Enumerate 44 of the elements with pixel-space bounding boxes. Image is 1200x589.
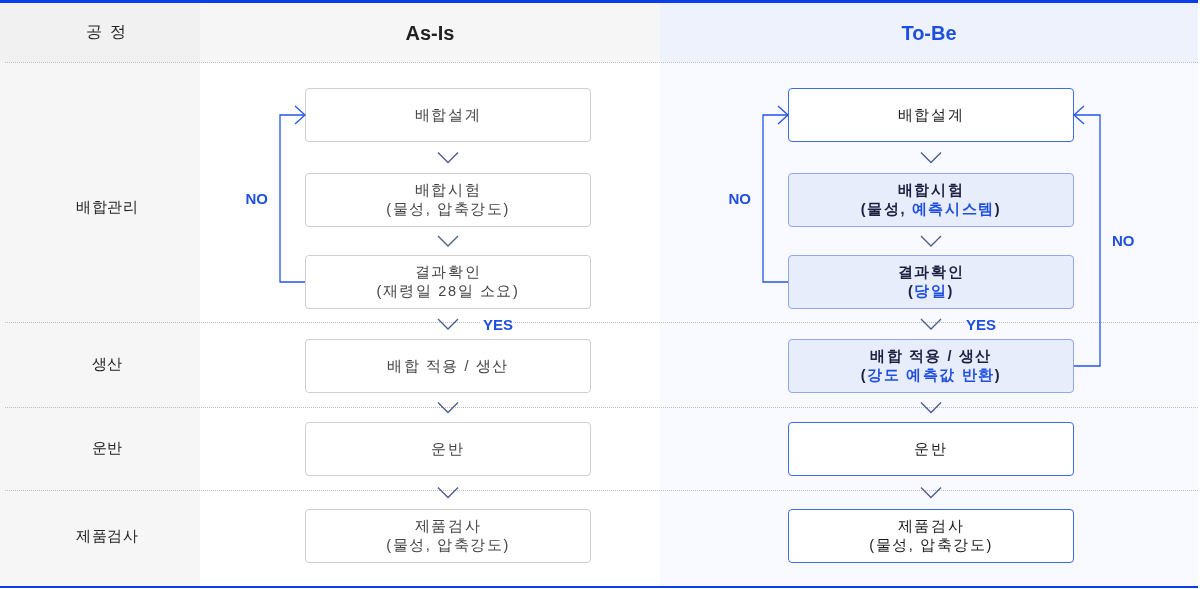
process-title: 결과확인 bbox=[897, 263, 965, 282]
process-title: 배합 적용 / 생산 bbox=[869, 347, 993, 366]
row-header: 운반 bbox=[91, 438, 123, 458]
column-header: As-Is bbox=[405, 21, 455, 44]
process-title: 제품검사 bbox=[414, 517, 482, 536]
column-header: To-Be bbox=[901, 21, 957, 44]
row-header: 생산 bbox=[91, 354, 123, 374]
feedback-arrow bbox=[279, 105, 306, 283]
process-box bbox=[788, 509, 1074, 563]
process-title: 배합시험 bbox=[897, 181, 965, 200]
process-detail: (물성, 예측시스템) bbox=[860, 200, 1002, 219]
process-box bbox=[788, 255, 1074, 309]
process-title: 운반 bbox=[431, 439, 465, 459]
process-box bbox=[788, 339, 1074, 393]
process-box bbox=[788, 173, 1074, 227]
column-header: 공 정 bbox=[85, 21, 129, 42]
process-box bbox=[305, 422, 591, 476]
process-title: 배합 적용 / 생산 bbox=[386, 356, 510, 376]
edge-label: YES bbox=[481, 317, 515, 333]
process-box bbox=[305, 339, 591, 393]
feedback-arrow bbox=[762, 105, 789, 283]
process-box bbox=[305, 173, 591, 227]
process-title: 제품검사 bbox=[897, 517, 965, 536]
comparison-column bbox=[660, 3, 1198, 586]
process-detail: (물성, 압축강도) bbox=[869, 536, 993, 555]
edge-label: YES bbox=[964, 317, 998, 333]
process-detail: (물성, 압축강도) bbox=[386, 200, 510, 219]
process-title: 운반 bbox=[914, 439, 948, 459]
process-box bbox=[788, 422, 1074, 476]
feedback-arrow bbox=[1073, 105, 1101, 367]
process-title: 배합시험 bbox=[414, 181, 482, 200]
process-detail: (당일) bbox=[907, 282, 955, 301]
process-detail: (물성, 압축강도) bbox=[386, 536, 510, 555]
process-box bbox=[305, 88, 591, 142]
process-box bbox=[788, 88, 1074, 142]
process-box bbox=[305, 509, 591, 563]
process-detail: (강도 예측값 반환) bbox=[860, 366, 1002, 385]
process-title: 결과확인 bbox=[414, 263, 482, 282]
process-box bbox=[305, 255, 591, 309]
row-header: 제품검사 bbox=[76, 526, 138, 546]
process-title: 배합설계 bbox=[414, 105, 482, 125]
process-title: 배합설계 bbox=[897, 105, 965, 125]
row-header: 배합관리 bbox=[76, 197, 138, 217]
process-detail: (재령일 28일 소요) bbox=[376, 282, 520, 301]
